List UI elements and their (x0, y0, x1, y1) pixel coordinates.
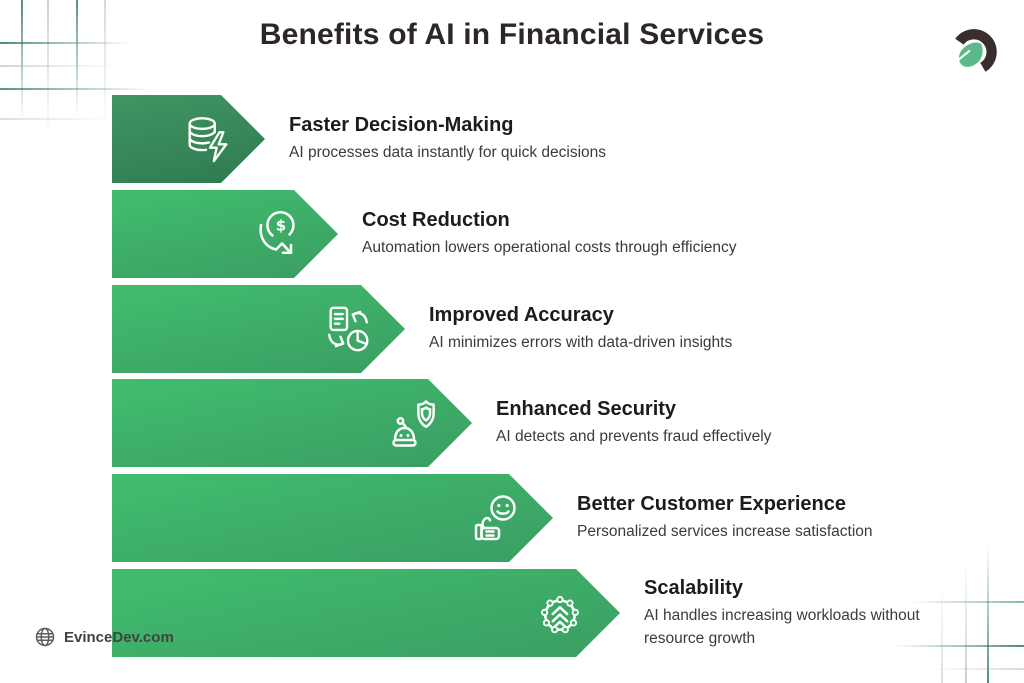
benefit-text-1: Faster Decision-Making AI processes data… (289, 113, 606, 164)
benefit-description: AI handles increasing workloads without … (644, 607, 920, 647)
arrow-bar-4 (112, 379, 472, 467)
svg-text:$: $ (276, 217, 286, 235)
benefit-row-enhanced-security: Enhanced Security AI detects and prevent… (112, 379, 771, 467)
benefit-row-cost-reduction: $ Cost Reduction Automation lowers opera… (112, 190, 737, 278)
benefit-description: Automation lowers operational costs thro… (362, 239, 737, 257)
benefit-text-5: Better Customer Experience Personalized … (577, 492, 873, 543)
benefit-title: Cost Reduction (362, 209, 510, 232)
benefit-row-improved-accuracy: Improved Accuracy AI minimizes errors wi… (112, 285, 732, 373)
benefit-description: AI minimizes errors with data-driven ins… (429, 334, 733, 352)
robot-shield-icon (386, 395, 442, 451)
benefit-title: Scalability (644, 577, 743, 600)
benefit-title: Better Customer Experience (577, 493, 846, 516)
page-title: Benefits of AI in Financial Services (259, 18, 765, 51)
benefit-row-scalability: Scalability AI handles increasing worklo… (112, 569, 984, 657)
benefit-title: Faster Decision-Making (289, 114, 514, 137)
benefit-row-faster-decision-making: Faster Decision-Making AI processes data… (112, 95, 606, 183)
footer: EvinceDev.com (34, 626, 174, 648)
arrow-bar-6 (112, 569, 620, 657)
benefit-text-6: Scalability AI handles increasing worklo… (644, 576, 984, 650)
dollar-decrease-icon: $ (252, 206, 308, 262)
arrow-bar-1 (112, 95, 265, 183)
footer-website-text: EvinceDev.com (64, 628, 174, 646)
arrow-bar-2: $ (112, 190, 338, 278)
benefit-text-2: Cost Reduction Automation lowers operati… (362, 208, 737, 259)
benefit-title: Improved Accuracy (429, 304, 614, 327)
benefit-title: Enhanced Security (496, 398, 677, 421)
benefit-text-4: Enhanced Security AI detects and prevent… (496, 397, 771, 448)
document-chart-sync-icon (321, 302, 375, 356)
arrow-bar-3 (112, 285, 405, 373)
arrow-bar-5 (112, 474, 553, 562)
thumbs-up-smiley-icon (467, 490, 523, 546)
benefit-description: AI processes data instantly for quick de… (289, 144, 607, 162)
globe-icon (35, 627, 55, 647)
database-lightning-icon (181, 112, 235, 166)
benefit-text-3: Improved Accuracy AI minimizes errors wi… (429, 303, 732, 354)
network-scale-icon (532, 584, 590, 642)
evincedev-logo (955, 29, 997, 72)
benefit-row-better-customer-experience: Better Customer Experience Personalized … (112, 474, 873, 562)
benefit-description: Personalized services increase satisfact… (577, 523, 873, 541)
benefit-description: AI detects and prevents fraud effectivel… (496, 428, 772, 446)
